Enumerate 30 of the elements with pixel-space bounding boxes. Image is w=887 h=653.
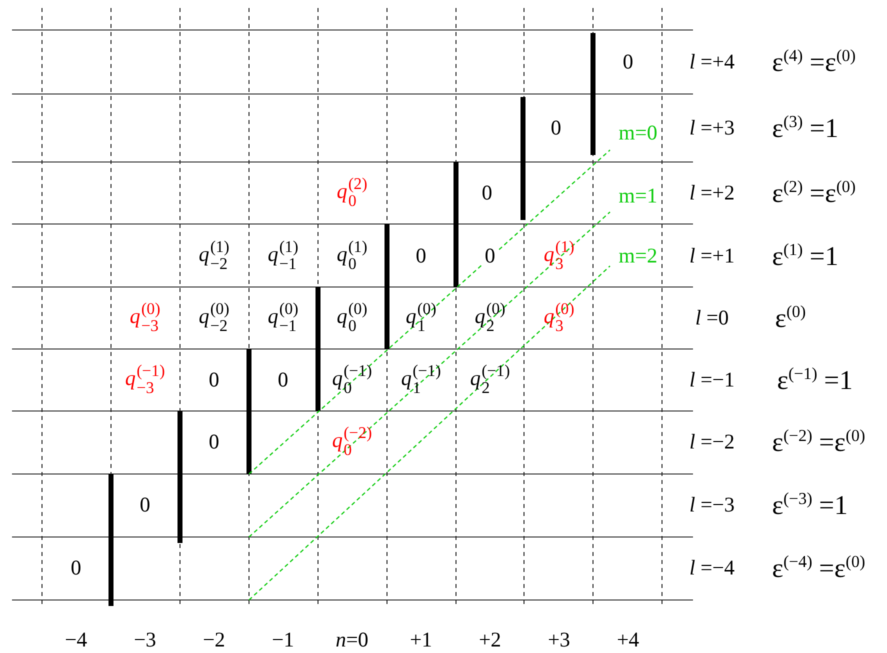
row-index-label: l =+1 bbox=[689, 246, 735, 266]
row-index-label: l =+2 bbox=[689, 182, 735, 204]
epsilon-relation: ε$^{(2)}$ =ε$^{(0)}$ bbox=[772, 179, 856, 207]
epsilon-relation: ε$^{(4)}$ =ε$^{(0)}$ bbox=[772, 48, 856, 76]
column-index-label: −1 bbox=[272, 630, 294, 650]
epsilon-relation: ε$^{(0)}$ bbox=[775, 304, 806, 332]
column-index-label: +2 bbox=[478, 630, 502, 650]
column-index-label: n=0 bbox=[336, 630, 368, 650]
row-index-label: l =+3 bbox=[689, 118, 735, 138]
row-index-label: l =+4 bbox=[689, 52, 735, 72]
column-index-label: +1 bbox=[410, 630, 432, 650]
diagonal-label: m=0 bbox=[618, 122, 658, 144]
column-index-label: −4 bbox=[64, 630, 88, 650]
epsilon-relation: ε$^{(3)}$ =1 bbox=[772, 114, 838, 142]
row-index-label: l =−4 bbox=[689, 558, 735, 578]
epsilon-relation: ε$^{(1)}$ =1 bbox=[772, 242, 838, 270]
column-index-label: −2 bbox=[202, 630, 226, 650]
column-index-label: −3 bbox=[134, 630, 156, 650]
epsilon-relation: ε$^{(−2)}$ =ε$^{(0)}$ bbox=[772, 428, 866, 456]
row-index-label: l =−1 bbox=[689, 370, 735, 390]
row-index-label: l =0 bbox=[695, 308, 729, 328]
diagonal-label: m=1 bbox=[618, 186, 658, 206]
column-index-label: +4 bbox=[616, 630, 640, 650]
column-index-label: +3 bbox=[548, 630, 570, 650]
row-index-label: l =−3 bbox=[689, 494, 735, 516]
epsilon-relation: ε$^{(−3)}$ =1 bbox=[772, 491, 848, 519]
epsilon-relation: ε$^{(−4)}$ =ε$^{(0)}$ bbox=[772, 554, 866, 582]
diagonal-label: m=2 bbox=[618, 246, 658, 266]
row-index-label: l =−2 bbox=[689, 432, 735, 452]
epsilon-relation: ε$^{(−1)}$ =1 bbox=[777, 366, 853, 394]
